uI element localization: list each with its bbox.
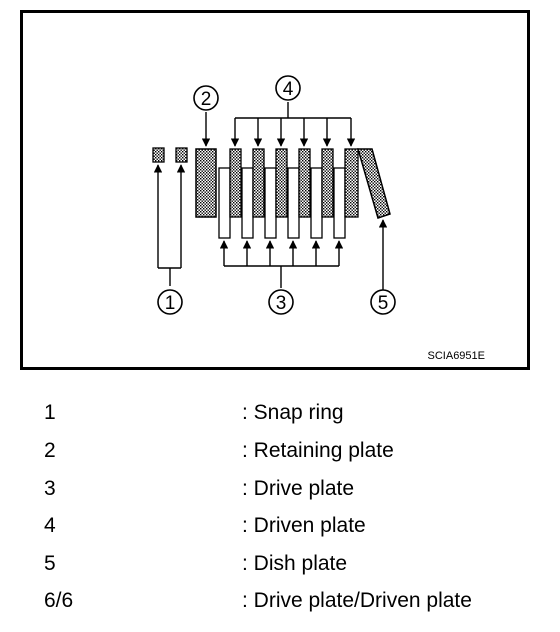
legend-number: 6/6 xyxy=(44,589,74,612)
legend-number: 1 xyxy=(44,401,56,424)
drive-plates xyxy=(218,167,346,239)
legend-row: 4 : Driven plate xyxy=(0,511,560,541)
diagram-svg: 1 2 3 4 5 SCIA6951E xyxy=(20,10,530,370)
leader-3 xyxy=(219,240,344,288)
legend-row: 5 : Dish plate xyxy=(0,549,560,579)
legend-number: 5 xyxy=(44,552,56,575)
callout-5: 5 xyxy=(370,289,396,315)
legend-number: 4 xyxy=(44,514,56,537)
legend-description: : Drive plate/Driven plate xyxy=(242,589,472,612)
figure-frame xyxy=(20,10,530,370)
clutch-pack-diagram: 1 2 3 4 5 SCIA6951E xyxy=(20,10,530,370)
svg-text:3: 3 xyxy=(276,293,287,314)
legend-description: : Snap ring xyxy=(242,401,344,424)
callout-1: 1 xyxy=(157,289,183,315)
legend-description: : Dish plate xyxy=(242,552,348,575)
retaining-plate xyxy=(195,148,217,218)
legend-row: 6/6 : Drive plate/Driven plate xyxy=(0,586,560,616)
plate-stack xyxy=(218,148,359,239)
callout-2: 2 xyxy=(193,85,219,111)
callout-3: 3 xyxy=(268,289,294,315)
figure-code: SCIA6951E xyxy=(428,350,485,362)
driven-plates xyxy=(229,148,359,218)
legend-row: 2 : Retaining plate xyxy=(0,436,560,466)
legend-description: : Driven plate xyxy=(242,514,366,537)
callout-4: 4 xyxy=(275,75,301,101)
legend-number: 3 xyxy=(44,477,56,500)
svg-text:5: 5 xyxy=(378,293,389,314)
legend-row: 1 : Snap ring xyxy=(0,398,560,428)
snap-ring-parts xyxy=(152,147,188,163)
legend-number: 2 xyxy=(44,439,56,462)
svg-text:1: 1 xyxy=(165,293,176,314)
legend-description: : Retaining plate xyxy=(242,439,394,462)
svg-text:4: 4 xyxy=(283,79,294,100)
leader-1 xyxy=(153,164,186,286)
legend-row: 3 : Drive plate xyxy=(0,474,560,504)
svg-text:2: 2 xyxy=(201,89,212,110)
legend-description: : Drive plate xyxy=(242,477,355,500)
dish-plate xyxy=(357,148,391,219)
leader-4 xyxy=(230,102,356,147)
